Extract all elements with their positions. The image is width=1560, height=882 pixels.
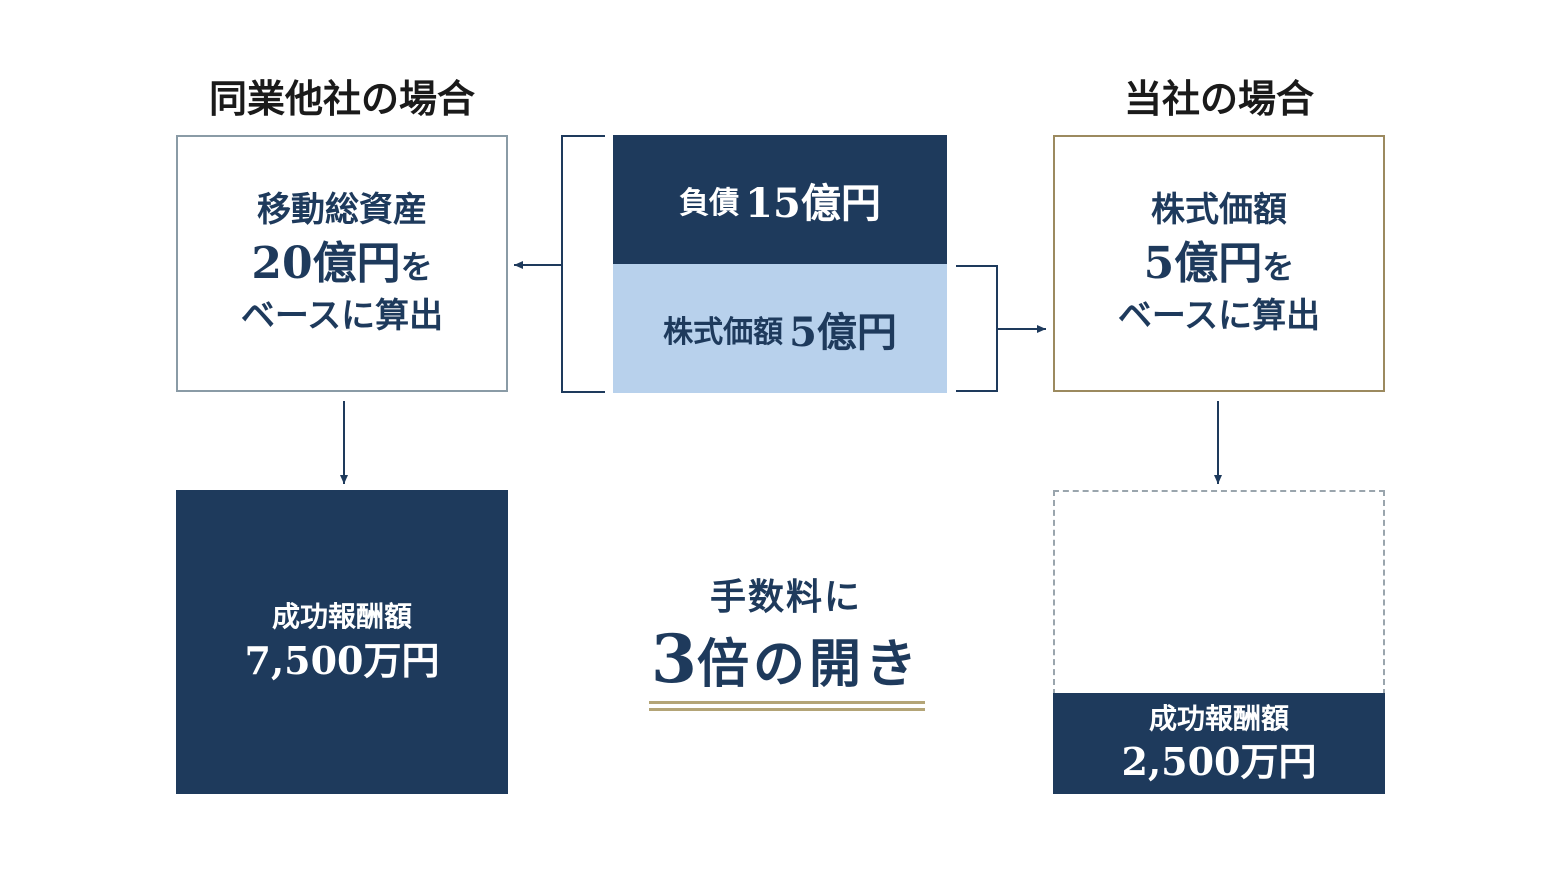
competitor-basis-line1: 移動総資産 bbox=[257, 190, 427, 230]
competitor-heading: 同業他社の場合 bbox=[208, 77, 475, 121]
our-fee-value: 2,500万円 bbox=[1121, 739, 1317, 784]
competitor-basis-value: 20億円 bbox=[251, 238, 401, 289]
caption-underline-top bbox=[649, 701, 925, 704]
fee-multiplier: 3 bbox=[651, 620, 697, 698]
fee-caption-text: 倍の開き bbox=[696, 635, 921, 695]
competitor-basis-box: 移動総資産 20億円を ベースに算出 bbox=[176, 135, 508, 392]
competitor-basis-amount: 20億円を bbox=[251, 236, 432, 291]
our-fee-label: 成功報酬額 bbox=[1148, 701, 1289, 735]
caption-underline-bottom bbox=[649, 708, 925, 711]
competitor-basis-suffix: を bbox=[400, 248, 433, 286]
our-basis-line1: 株式価額 bbox=[1151, 190, 1287, 230]
our-basis-line3: ベースに算出 bbox=[1117, 296, 1321, 336]
competitor-fee-value: 7,500万円 bbox=[244, 637, 440, 683]
competitor-basis-line3: ベースに算出 bbox=[240, 296, 444, 336]
fee-caption-line1: 手数料に bbox=[709, 577, 862, 618]
debt-label: 負債 bbox=[679, 185, 740, 221]
our-fee-block: 成功報酬額 2,500万円 bbox=[1053, 693, 1385, 794]
our-basis-value: 5億円 bbox=[1143, 238, 1263, 289]
our-basis-box: 株式価額 5億円を ベースに算出 bbox=[1053, 135, 1385, 392]
left-bracket bbox=[561, 135, 605, 393]
right-bracket bbox=[956, 265, 998, 392]
equity-value: 5億円 bbox=[789, 308, 897, 356]
our-company-heading: 当社の場合 bbox=[1123, 77, 1314, 121]
competitor-fee-block: 成功報酬額 7,500万円 bbox=[176, 490, 508, 794]
debt-value: 15億円 bbox=[745, 179, 881, 227]
fee-difference-outline bbox=[1053, 490, 1385, 695]
competitor-fee-label: 成功報酬額 bbox=[271, 600, 412, 634]
equity-label: 株式価額 bbox=[663, 314, 784, 350]
our-basis-suffix: を bbox=[1262, 248, 1295, 286]
our-basis-amount: 5億円を bbox=[1144, 236, 1295, 291]
fee-caption-line2: 3倍の開き bbox=[620, 620, 952, 698]
